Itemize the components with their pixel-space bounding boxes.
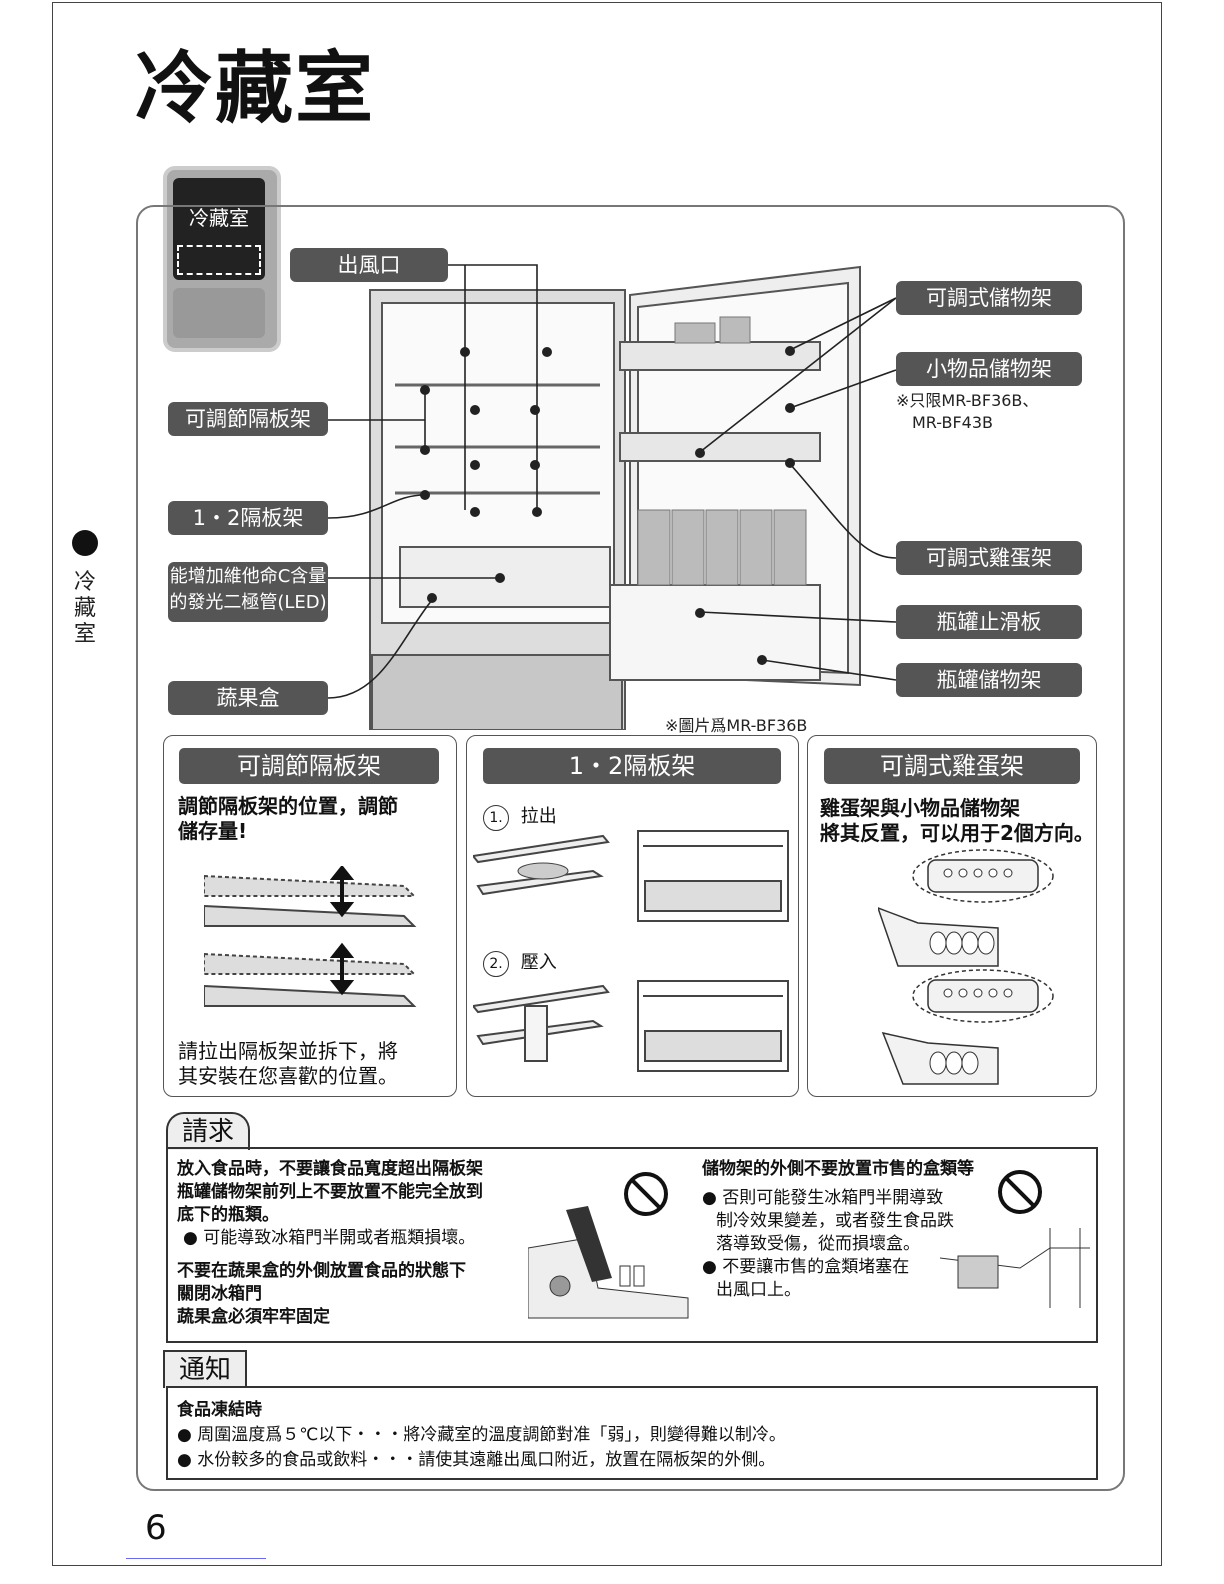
callout-bottle-stopper: 瓶罐止滑板 — [896, 605, 1082, 639]
callout-egg-rack: 可調式雞蛋架 — [896, 541, 1082, 575]
panel-adjustable-shelf: 可調節隔板架 調節隔板架的位置，調節 儲存量! 請拉出隔板架並拆下，將 其安裝在… — [163, 735, 457, 1097]
callout-led: 能增加維他命C含量 的發光二極管(LED) — [168, 562, 328, 622]
callout-vegetable-box: 蔬果盒 — [168, 681, 328, 715]
callout-shelf-1-2: 1・2隔板架 — [168, 501, 328, 535]
notice-tab: 通知 — [163, 1350, 247, 1388]
page-number: 6 — [145, 1508, 167, 1548]
callout-small-items-shelf: 小物品儲物架 — [896, 352, 1082, 386]
pull-out-illustration — [473, 826, 793, 936]
bottle-warning-illustration — [528, 1168, 693, 1328]
callout-adjustable-shelf: 可調節隔板架 — [168, 402, 328, 436]
panel-shelf-1-2: 1・2隔板架 1. 拉出 2. 壓入 — [466, 735, 799, 1097]
callout-vent: 出風口 — [290, 248, 448, 282]
panel-adjustable-footer: 請拉出隔板架並拆下，將 其安裝在您喜歡的位置。 — [178, 1039, 398, 1089]
footer-link-line — [126, 1558, 266, 1559]
egg-rack-illustration — [878, 848, 1088, 1088]
image-model-note: ※圖片爲MR-BF36B — [665, 712, 807, 736]
shelf-adjust-illustration — [204, 866, 424, 1036]
request-right-text: 儲物架的外側不要放置市售的盒類等 否則可能發生冰箱門半開導致 制冷效果變差，或者… — [702, 1158, 974, 1302]
box-warning-illustration — [940, 1168, 1090, 1318]
panel-title-shelf-1-2: 1・2隔板架 — [483, 748, 781, 784]
step-2: 2. 壓入 — [483, 948, 557, 977]
request-left-text: 放入食品時，不要讓食品寬度超出隔板架 瓶罐儲物架前列上不要放置不能完全放到 底下… — [177, 1158, 483, 1329]
panel-egg-text: 雞蛋架與小物品儲物架 將其反置，可以用于2個方向。 — [820, 796, 1094, 846]
panel-adjustable-text: 調節隔板架的位置，調節 儲存量! — [178, 794, 398, 844]
panel-title-adjustable-shelf: 可調節隔板架 — [179, 748, 439, 784]
notice-text: 食品凍結時 周圍溫度爲５℃以下・・・將冷藏室的溫度調節對准「弱」，則變得難以制冷… — [177, 1398, 786, 1473]
request-tab: 請求 — [166, 1112, 250, 1150]
small-shelf-note: ※只限MR-BF36B、 MR-BF43B — [896, 390, 1038, 434]
panel-egg-rack: 可調式雞蛋架 雞蛋架與小物品儲物架 將其反置，可以用于2個方向。 — [807, 735, 1097, 1097]
callout-bottle-shelf: 瓶罐儲物架 — [896, 663, 1082, 697]
callout-door-shelf: 可調式儲物架 — [896, 281, 1082, 315]
panel-title-egg-rack: 可調式雞蛋架 — [824, 748, 1080, 784]
push-in-illustration — [473, 976, 793, 1086]
